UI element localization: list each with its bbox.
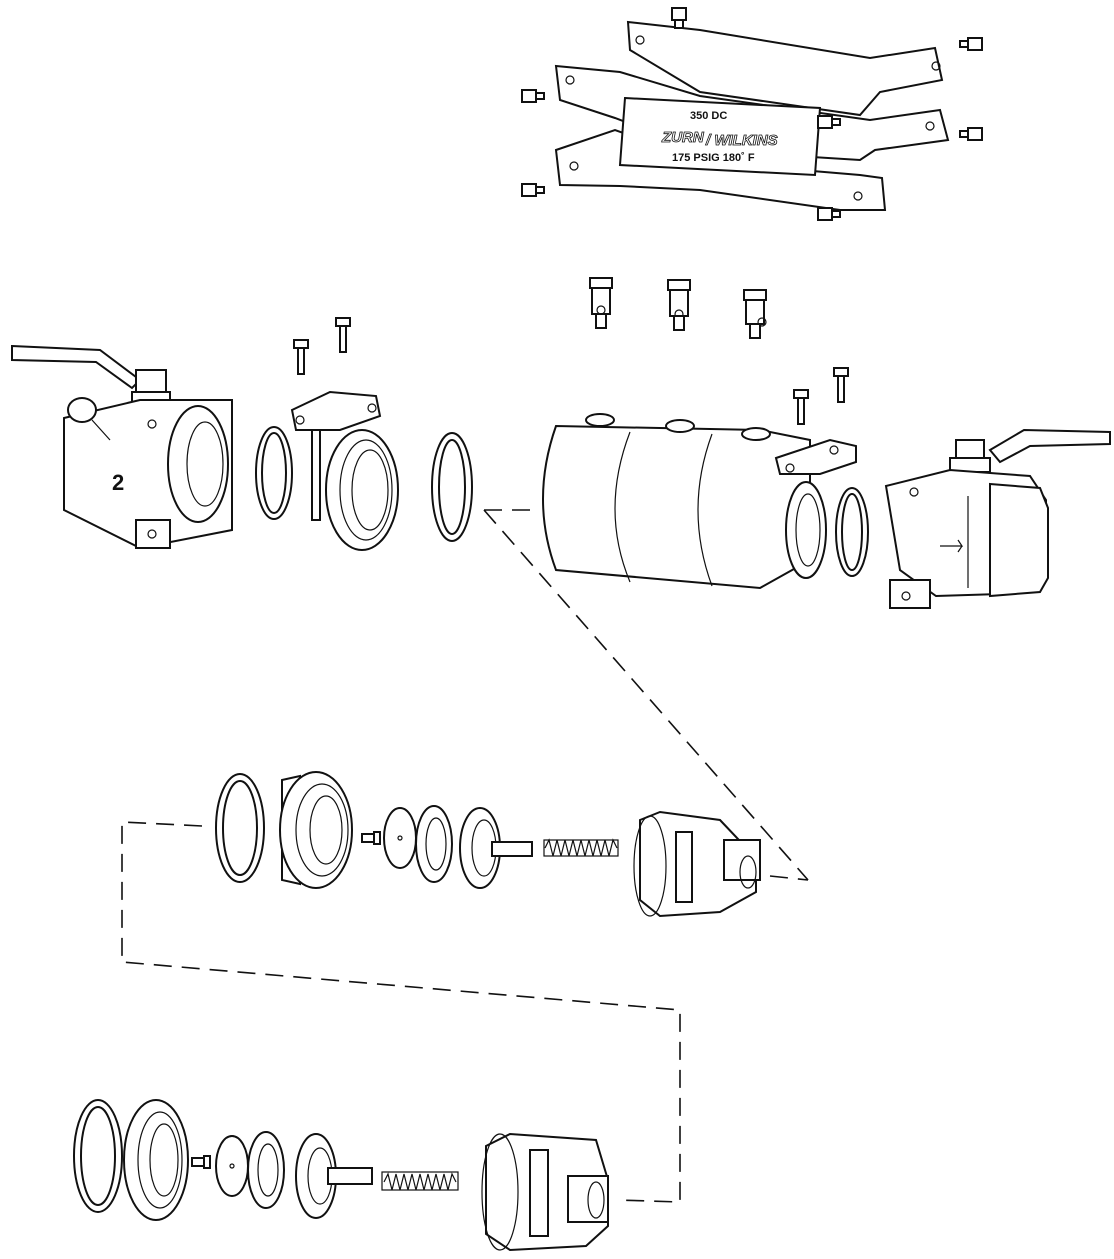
- valve-body: [542, 413, 857, 590]
- leader-lines: [121, 509, 809, 1203]
- frame-bolt: [671, 7, 687, 29]
- check-cover-flange: [290, 390, 399, 551]
- o-ring: [835, 487, 869, 577]
- check-seat: [123, 1099, 189, 1221]
- disc-holder: [459, 807, 533, 889]
- disc-screw: [361, 831, 381, 845]
- rubber-disc: [247, 1131, 285, 1209]
- rubber-disc: [415, 805, 453, 883]
- cover-screw: [293, 339, 309, 375]
- check-spring: [543, 838, 619, 857]
- frame-bolt: [959, 37, 983, 51]
- frame-bolt: [521, 89, 545, 103]
- test-cock: [743, 289, 767, 339]
- shutoff-number-label: 2: [112, 470, 124, 495]
- test-cock: [589, 277, 613, 329]
- disc-retainer: [215, 1135, 249, 1197]
- frame-bolt: [817, 207, 841, 221]
- frame-bolt: [959, 127, 983, 141]
- frame-brand-suffix: / WILKINS: [705, 132, 778, 149]
- frame-rating-label: 175 PSIG 180˚ F: [672, 152, 755, 164]
- frame-bolt: [521, 183, 545, 197]
- frame-model-label: 350 DC: [690, 110, 727, 122]
- o-ring: [431, 432, 473, 542]
- test-cock: [667, 279, 691, 331]
- frame-brand-logo: ZURN: [661, 129, 705, 146]
- spring-guide-cage: [633, 810, 761, 918]
- cover-screw: [833, 367, 849, 403]
- check-o-ring: [215, 773, 265, 883]
- cover-screw: [335, 317, 351, 353]
- disc-holder: [295, 1133, 373, 1219]
- cover-screw: [793, 389, 809, 425]
- mounting-frame: 350 DC ZURN / WILKINS 175 PSIG 180˚ F: [554, 20, 950, 211]
- check-seat: [279, 771, 353, 889]
- check-o-ring: [73, 1099, 123, 1213]
- check-spring: [381, 1171, 459, 1191]
- spring-guide-cage: [481, 1132, 609, 1252]
- disc-retainer: [383, 807, 417, 869]
- inlet-ball-valve: 2: [11, 344, 233, 550]
- outlet-ball-valve: [884, 428, 1111, 609]
- disc-screw: [191, 1155, 211, 1169]
- o-ring: [255, 426, 293, 520]
- frame-bolt: [817, 115, 841, 129]
